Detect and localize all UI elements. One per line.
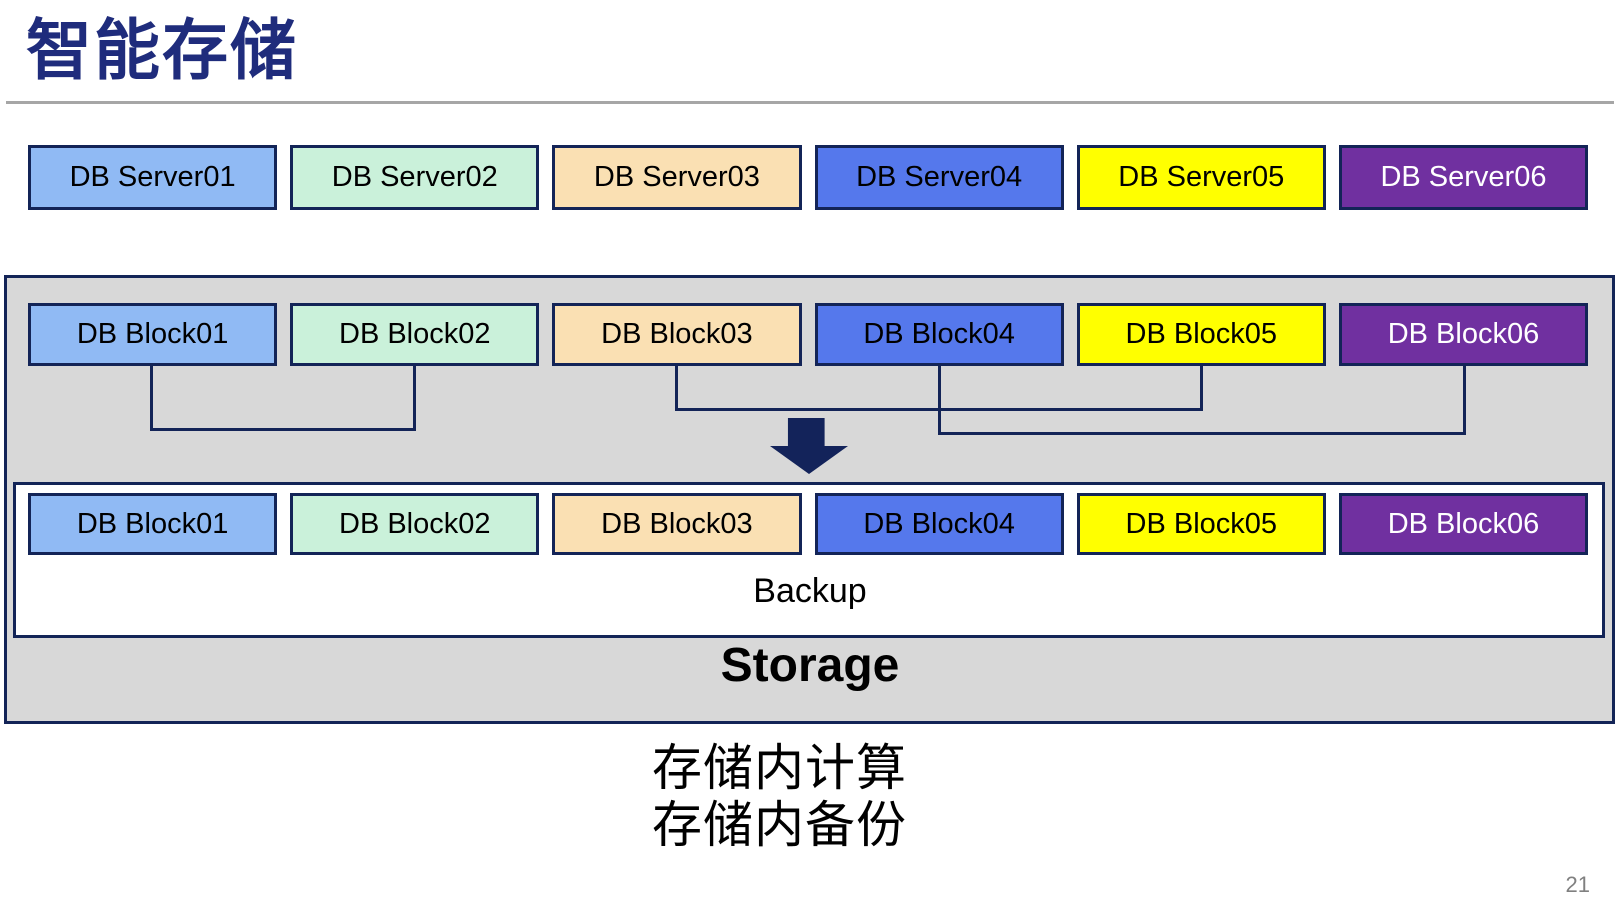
db-server-box: DB Server06 [1338,145,1589,210]
connector-line [150,428,416,431]
db-block-box: DB Block04 [814,493,1064,555]
db-block-box: DB Block04 [814,303,1064,366]
db-block-box: DB Block01 [28,303,278,366]
title-divider [6,101,1614,104]
connector-line [675,366,678,411]
caption-text: 存储内计算 存储内备份 [652,740,907,854]
db-block-box: DB Block05 [1076,493,1326,555]
db-server-box: DB Server05 [1076,145,1326,210]
db-block-box: DB Block05 [1076,303,1326,366]
db-server-box: DB Server02 [290,145,540,210]
db-block-box: DB Block01 [28,493,278,555]
caption-line-1: 存储内计算 [652,740,907,796]
page-title: 智能存储 [26,13,298,87]
connector-line [1200,366,1203,411]
db-block-row-top: DB Block01 DB Block02 DB Block03 DB Bloc… [28,303,1589,366]
connector-line [938,366,941,435]
db-block-box: DB Block06 [1338,303,1589,366]
db-block-box: DB Block03 [552,493,802,555]
db-block-box: DB Block02 [290,493,540,555]
backup-label: Backup [753,572,867,610]
db-server-box: DB Server03 [552,145,802,210]
page-number: 21 [1565,872,1590,897]
db-block-row-backup: DB Block01 DB Block02 DB Block03 DB Bloc… [28,493,1589,555]
db-block-box: DB Block06 [1338,493,1589,555]
db-server-box: DB Server01 [28,145,278,210]
caption-line-2: 存储内备份 [652,797,907,853]
db-block-box: DB Block03 [552,303,802,366]
db-block-box: DB Block02 [290,303,540,366]
connector-line [413,366,416,431]
db-server-box: DB Server04 [814,145,1064,210]
connector-line [150,366,153,431]
connector-line [1463,366,1466,435]
connector-line [938,432,1466,435]
storage-label: Storage [720,639,900,692]
db-server-row: DB Server01 DB Server02 DB Server03 DB S… [28,145,1589,210]
